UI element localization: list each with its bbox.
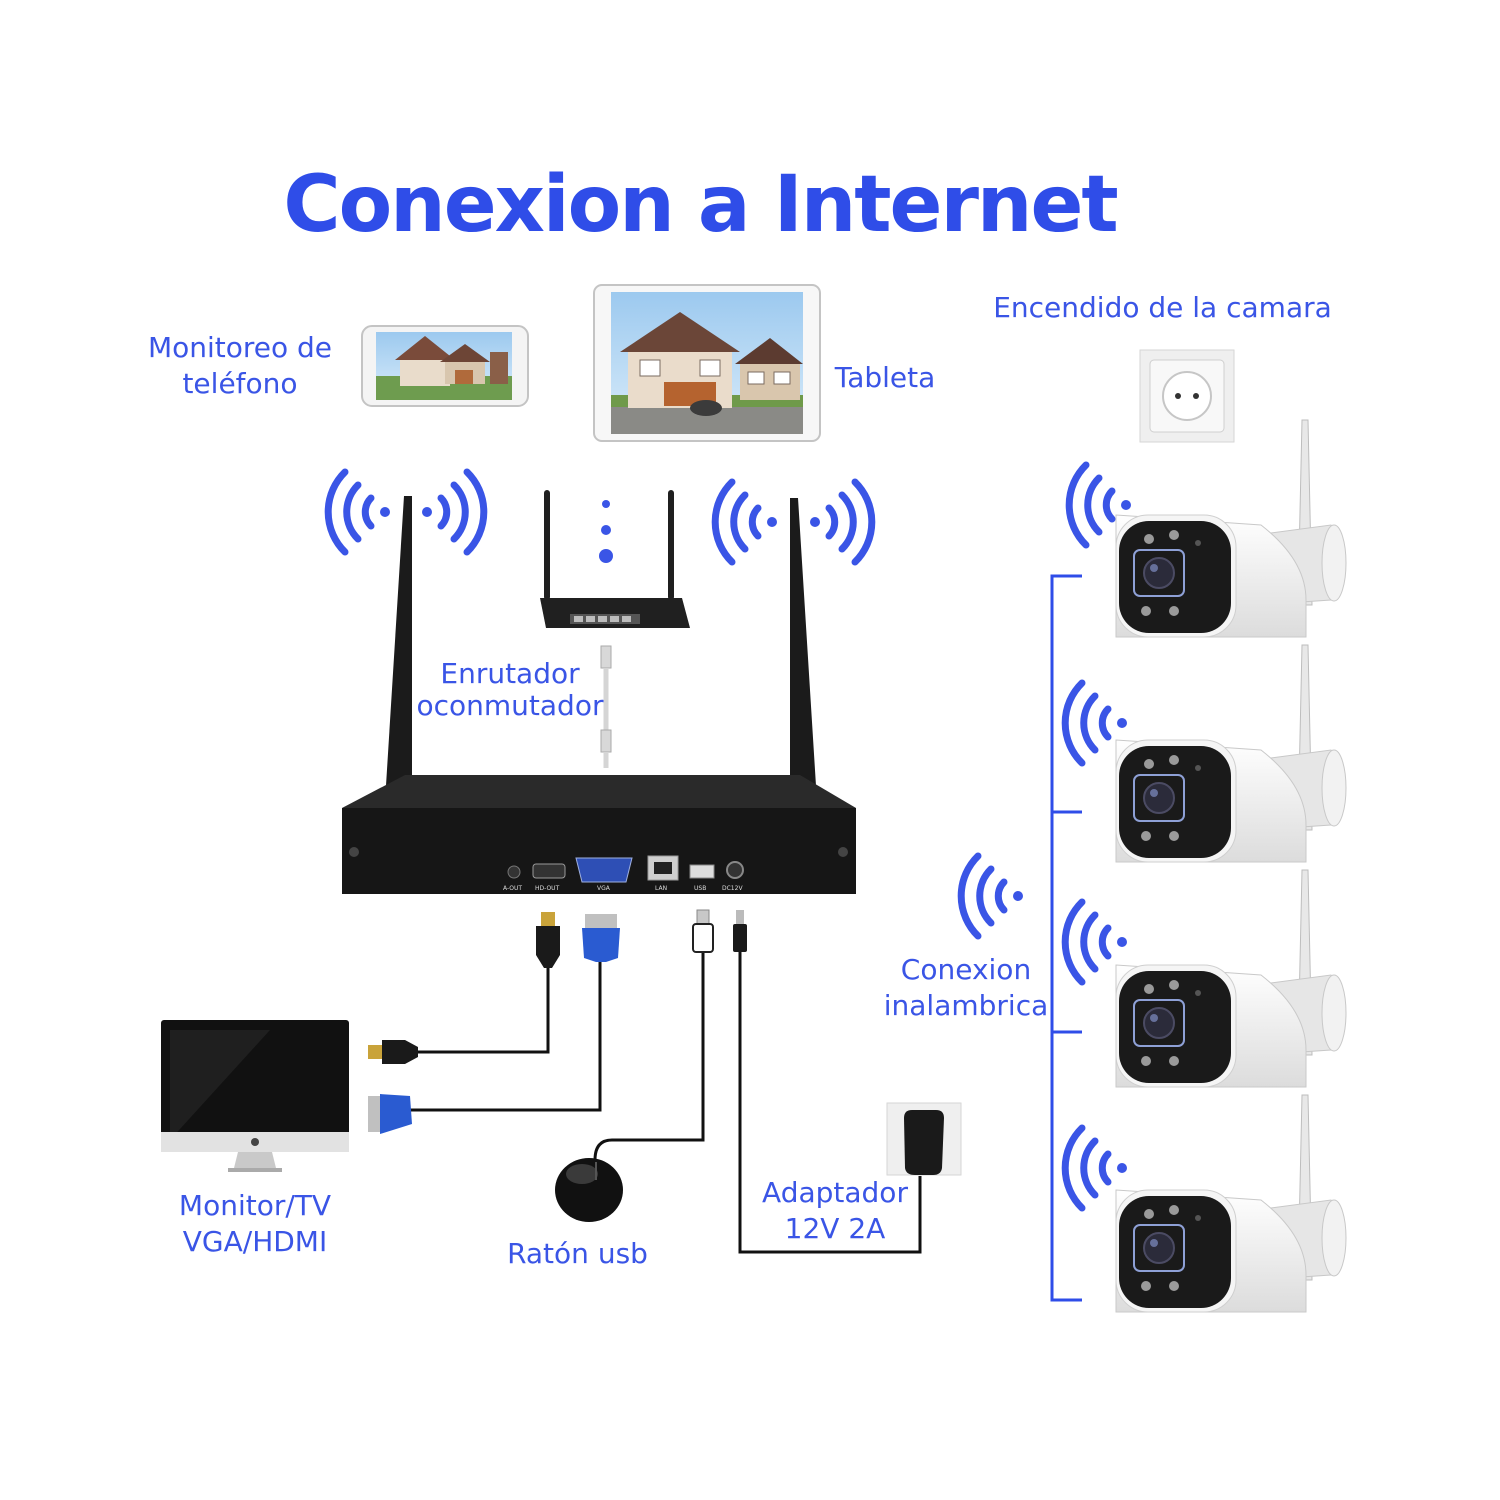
mouse-device [555, 1158, 623, 1222]
monitor-label-line2: VGA/HDMI [182, 1225, 328, 1258]
adapter-label: Adaptador 12V 2A [755, 1175, 915, 1247]
camera-3 [1115, 869, 1347, 1088]
hdmi-connector [536, 912, 560, 968]
cables [410, 952, 922, 1254]
hdmi-connector [368, 1040, 418, 1064]
tablet-device [593, 284, 821, 442]
usb-connector [692, 909, 714, 953]
router-label-line1: Enrutador [440, 657, 580, 690]
monitor-device [161, 1020, 349, 1172]
port-hdout: HD-OUT [535, 885, 560, 892]
wifi-icon [961, 856, 1023, 936]
camera-4 [1115, 1094, 1347, 1313]
diagram-title: Conexion a Internet [283, 160, 1118, 250]
router-device [540, 490, 690, 768]
phone-label-line1: Monitoreo de [147, 331, 333, 364]
wifi-icon [422, 472, 484, 552]
port-usb: USB [694, 885, 706, 892]
wifi-icon [328, 472, 390, 552]
phone-device [361, 325, 529, 407]
mouse-label: Ratón usb [507, 1237, 648, 1270]
adapter-label-line1: Adaptador [762, 1176, 908, 1209]
power-adapter [886, 1102, 962, 1176]
camera-2 [1115, 644, 1347, 863]
wifi-icon [810, 482, 872, 562]
wifi-icon [715, 482, 777, 562]
wall-socket [1139, 349, 1235, 443]
port-dc12v: DC12V [722, 885, 743, 892]
wireless-bracket [1050, 574, 1082, 1302]
wireless-label-line2: inalambrica [883, 989, 1049, 1022]
phone-label-line2: teléfono [182, 367, 298, 400]
monitor-label-line1: Monitor/TV [178, 1189, 332, 1222]
monitor-label: Monitor/TV VGA/HDMI [160, 1188, 350, 1260]
vga-connector [368, 1094, 412, 1134]
wireless-label: Conexion inalambrica [878, 952, 1054, 1024]
port-vga: VGA [597, 885, 611, 892]
router-label: Enrutador oconmutador [410, 658, 610, 722]
tablet-label: Tableta [834, 361, 936, 394]
router-label-line2: oconmutador [416, 689, 604, 722]
adapter-label-line2: 12V 2A [784, 1212, 886, 1245]
port-lan: LAN [655, 885, 667, 892]
phone-label: Monitoreo de teléfono [140, 330, 340, 402]
vga-connector [582, 914, 620, 962]
port-aout: A-OUT [503, 885, 522, 892]
wireless-label-line1: Conexion [900, 953, 1032, 986]
nvr-recorder: A-OUT HD-OUT VGA LAN USB DC12V [342, 496, 856, 894]
camera-power-label: Encendido de la camara [993, 291, 1332, 324]
dc-connector [733, 910, 747, 952]
camera-1 [1115, 419, 1347, 638]
